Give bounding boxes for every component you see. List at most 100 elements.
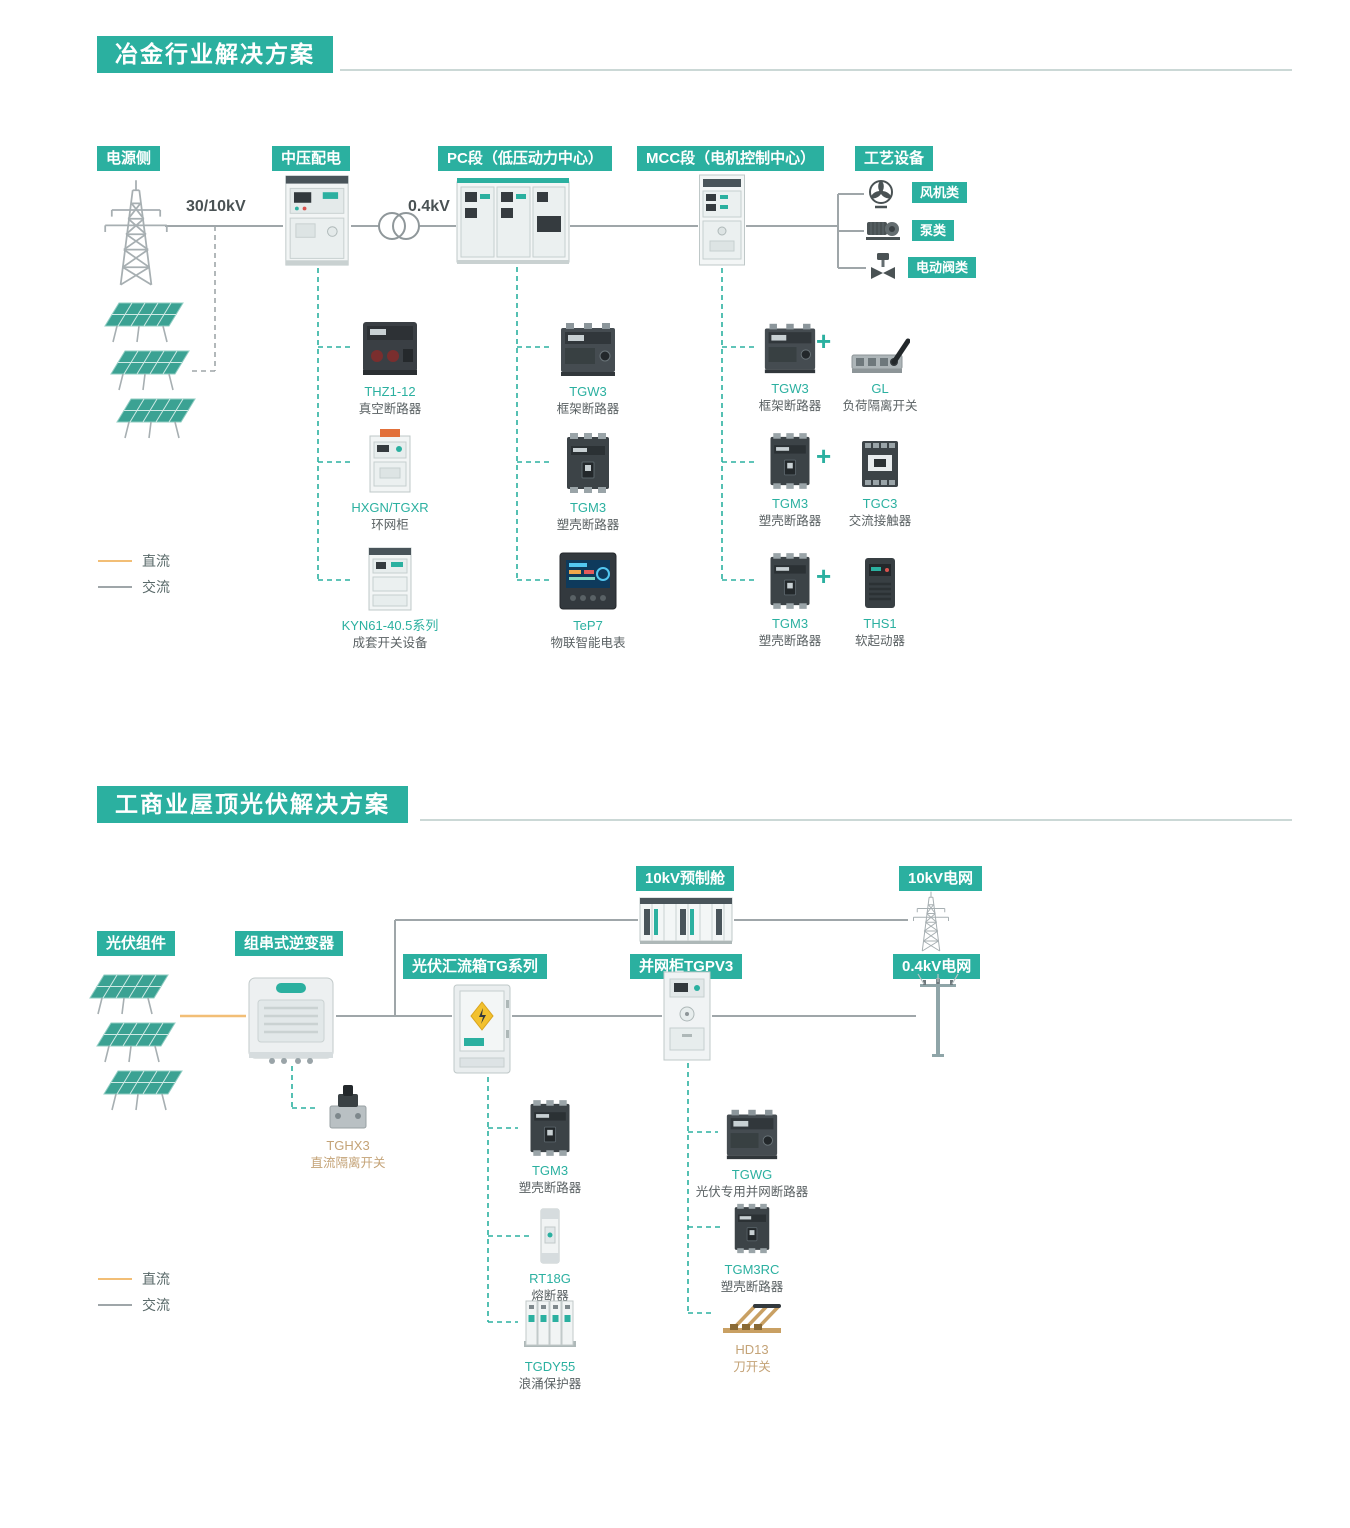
product-desc: 熔断器 — [531, 1288, 569, 1303]
product-ths1: THS1 软起动器 — [832, 550, 928, 649]
plus-sign: + — [816, 441, 832, 471]
product-desc: 塑壳断路器 — [758, 633, 822, 648]
product-gl: GL 负荷隔离开关 — [832, 315, 928, 414]
section1-title: 冶金行业解决方案 — [97, 36, 333, 73]
ring-main-unit-image — [330, 428, 450, 494]
dc-switch-image — [298, 1080, 398, 1132]
legend-section2: 直流 交流 — [98, 1266, 170, 1318]
product-name: GL — [871, 381, 889, 396]
ac-line-swatch — [98, 1304, 132, 1306]
product-name: THS1 — [863, 616, 897, 631]
inverter-image — [246, 970, 336, 1070]
fan-icon — [866, 179, 896, 214]
product-name: TGHX3 — [326, 1138, 370, 1153]
product-name: TGW3 — [569, 384, 607, 399]
stage-badge-process-equipment: 工艺设备 — [855, 146, 934, 171]
mccb-image — [692, 1198, 812, 1256]
transmission-tower-image — [92, 176, 180, 293]
legend-ac-label: 交流 — [142, 579, 170, 595]
smart-meter-image — [528, 546, 648, 612]
load-isolation-switch-image — [832, 315, 928, 375]
product-desc: 环网柜 — [371, 517, 409, 532]
product-mcc-tgm3-1: TGM3 塑壳断路器 — [748, 430, 832, 529]
frame-breaker-image — [692, 1103, 812, 1161]
product-name: HXGN/TGXR — [351, 500, 429, 515]
product-desc: 交流接触器 — [848, 513, 912, 528]
product-name: HD13 — [735, 1342, 769, 1357]
pump-icon — [866, 216, 900, 249]
contactor-image — [832, 430, 928, 490]
product-name: TGM3 — [531, 1163, 569, 1178]
switchgear-set-image — [330, 544, 450, 612]
stage-badge-pv-modules: 光伏组件 — [97, 931, 176, 956]
stage-badge-10kv-grid: 10kV电网 — [899, 866, 983, 891]
knife-switch-image — [692, 1288, 812, 1336]
product-desc: 直流隔离开关 — [310, 1155, 386, 1170]
product-name: TGWG — [731, 1167, 773, 1182]
soft-starter-image — [832, 550, 928, 610]
product-desc: 框架断路器 — [556, 401, 620, 416]
product-tgm3rc: TGM3RC 塑壳断路器 — [692, 1198, 812, 1295]
product-desc: 真空断路器 — [358, 401, 422, 416]
product-desc: 塑壳断路器 — [720, 1279, 784, 1294]
valve-icon — [868, 252, 898, 287]
transformer-symbol — [377, 210, 421, 247]
dc-line-swatch — [98, 1278, 132, 1280]
stage-badge-mv-distribution: 中压配电 — [272, 146, 351, 171]
product-tgm3-pc: TGM3 塑壳断路器 — [528, 428, 648, 533]
section2-title-rule — [420, 819, 1292, 821]
product-tgw3-pc: TGW3 框架断路器 — [528, 312, 648, 417]
legend-ac-row: 交流 — [98, 574, 170, 600]
plus-sign: + — [816, 561, 832, 591]
product-desc: 刀开关 — [733, 1359, 771, 1374]
voltage-label-incoming: 30/10kV — [186, 198, 246, 215]
stage-badge-pc-section: PC段（低压动力中心） — [438, 146, 612, 171]
grid-tower-image — [906, 888, 956, 959]
product-name: TGM3 — [569, 500, 607, 515]
stage-badge-power-side: 电源侧 — [97, 146, 161, 171]
product-desc: 塑壳断路器 — [556, 517, 620, 532]
pv-panel-image — [102, 1068, 184, 1119]
load-badge-pumps: 泵类 — [912, 220, 955, 241]
product-name: TGM3RC — [724, 1262, 780, 1277]
product-desc: 浪涌保护器 — [518, 1376, 582, 1391]
product-name: TeP7 — [573, 618, 603, 633]
product-tep7: TeP7 物联智能电表 — [528, 546, 648, 651]
product-rt18g: RT18G 熔断器 — [495, 1205, 605, 1304]
legend-ac-row: 交流 — [98, 1292, 170, 1318]
dc-line-swatch — [98, 560, 132, 562]
pv-panel-image — [95, 1020, 177, 1071]
product-tgc3: TGC3 交流接触器 — [832, 430, 928, 529]
legend-dc-row: 直流 — [98, 548, 170, 574]
stage-badge-string-inverter: 组串式逆变器 — [235, 931, 344, 956]
solar-panel-image — [115, 396, 197, 447]
product-desc: 光伏专用并网断路器 — [695, 1184, 809, 1199]
legend-dc-row: 直流 — [98, 1266, 170, 1292]
voltage-label-lv: 0.4kV — [408, 198, 450, 215]
product-desc: 负荷隔离开关 — [842, 398, 918, 413]
stage-badge-mcc-section: MCC段（电机控制中心） — [637, 146, 825, 171]
section1-title-rule — [340, 69, 1292, 71]
mccb-image — [495, 1097, 605, 1157]
product-name: THZ1-12 — [364, 384, 416, 399]
product-desc: 塑壳断路器 — [518, 1180, 582, 1195]
product-desc: 软起动器 — [854, 633, 905, 648]
product-desc: 塑壳断路器 — [758, 513, 822, 528]
plus-sign: + — [816, 326, 832, 356]
solar-panel-image — [103, 300, 185, 351]
product-desc: 成套开关设备 — [352, 635, 428, 650]
prefab-cabin-image — [638, 893, 734, 950]
product-name: TGM3 — [771, 616, 809, 631]
product-hd13: HD13 刀开关 — [692, 1288, 812, 1375]
pv-panel-image — [88, 972, 170, 1023]
legend-section1: 直流 交流 — [98, 548, 170, 600]
stage-badge-prefab-cabin: 10kV预制舱 — [636, 866, 735, 891]
surge-protector-image — [495, 1293, 605, 1353]
product-name: TGM3 — [771, 496, 809, 511]
product-name: KYN61-40.5系列 — [341, 618, 439, 633]
mv-cabinet-image — [283, 174, 351, 272]
product-tgm3-combiner: TGM3 塑壳断路器 — [495, 1097, 605, 1196]
product-mcc-tgw3: TGW3 框架断路器 — [748, 315, 832, 414]
